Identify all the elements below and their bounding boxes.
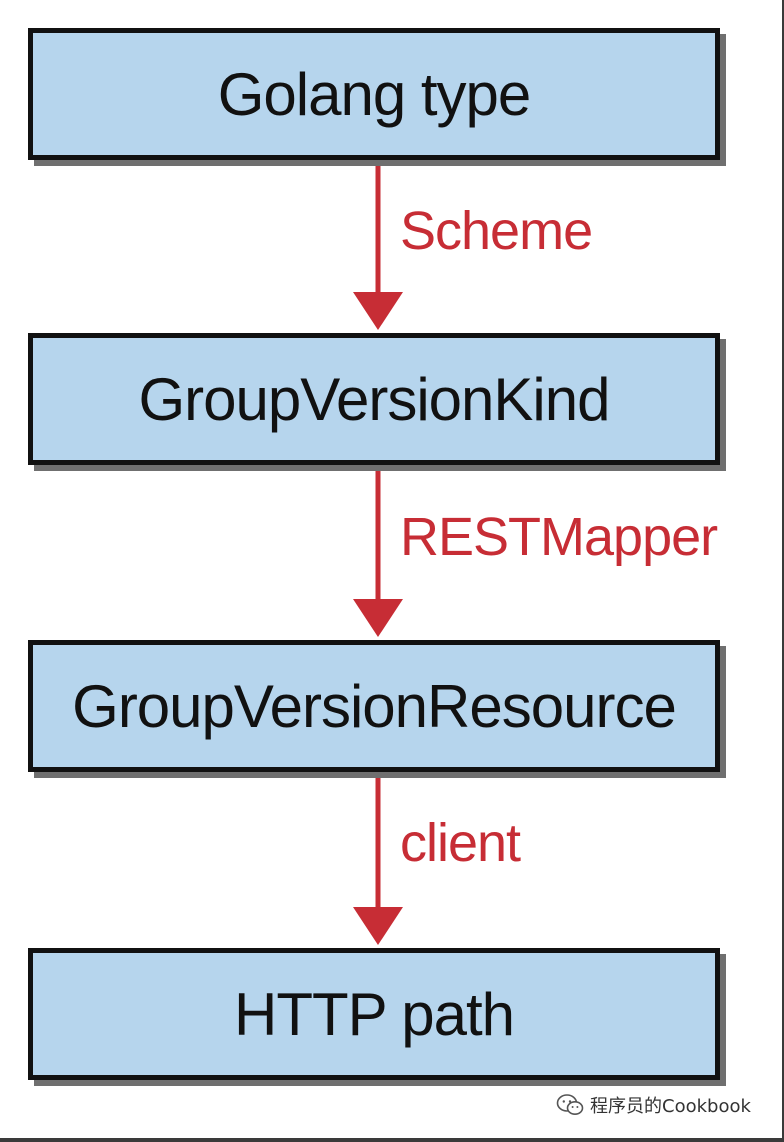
- frame-right-border: [782, 0, 784, 1142]
- edge-label-restmapper: RESTMapper: [400, 507, 718, 567]
- wechat-icon: [556, 1094, 584, 1115]
- edge-label-scheme: Scheme: [400, 201, 593, 261]
- node-golang-type: Golang type: [28, 28, 720, 160]
- node-http-path: HTTP path: [28, 948, 720, 1080]
- arrow-scheme: [353, 166, 403, 330]
- arrow-restmapper: [353, 471, 403, 637]
- arrow-head: [353, 907, 403, 945]
- frame-bottom-border: [0, 1138, 784, 1142]
- arrow-head: [353, 292, 403, 330]
- arrow-client: [353, 778, 403, 945]
- node-group-version-kind: GroupVersionKind: [28, 333, 720, 465]
- edge-label-client: client: [400, 813, 521, 873]
- watermark-text: 程序员的Cookbook: [590, 1096, 751, 1117]
- node-label: HTTP path: [233, 980, 515, 1048]
- node-group-version-resource: GroupVersionResource: [28, 640, 720, 772]
- node-label: GroupVersionKind: [138, 365, 611, 433]
- watermark: 程序员的Cookbook: [556, 1092, 751, 1118]
- arrow-head: [353, 599, 403, 637]
- node-label: Golang type: [217, 60, 532, 128]
- node-label: GroupVersionResource: [72, 672, 677, 740]
